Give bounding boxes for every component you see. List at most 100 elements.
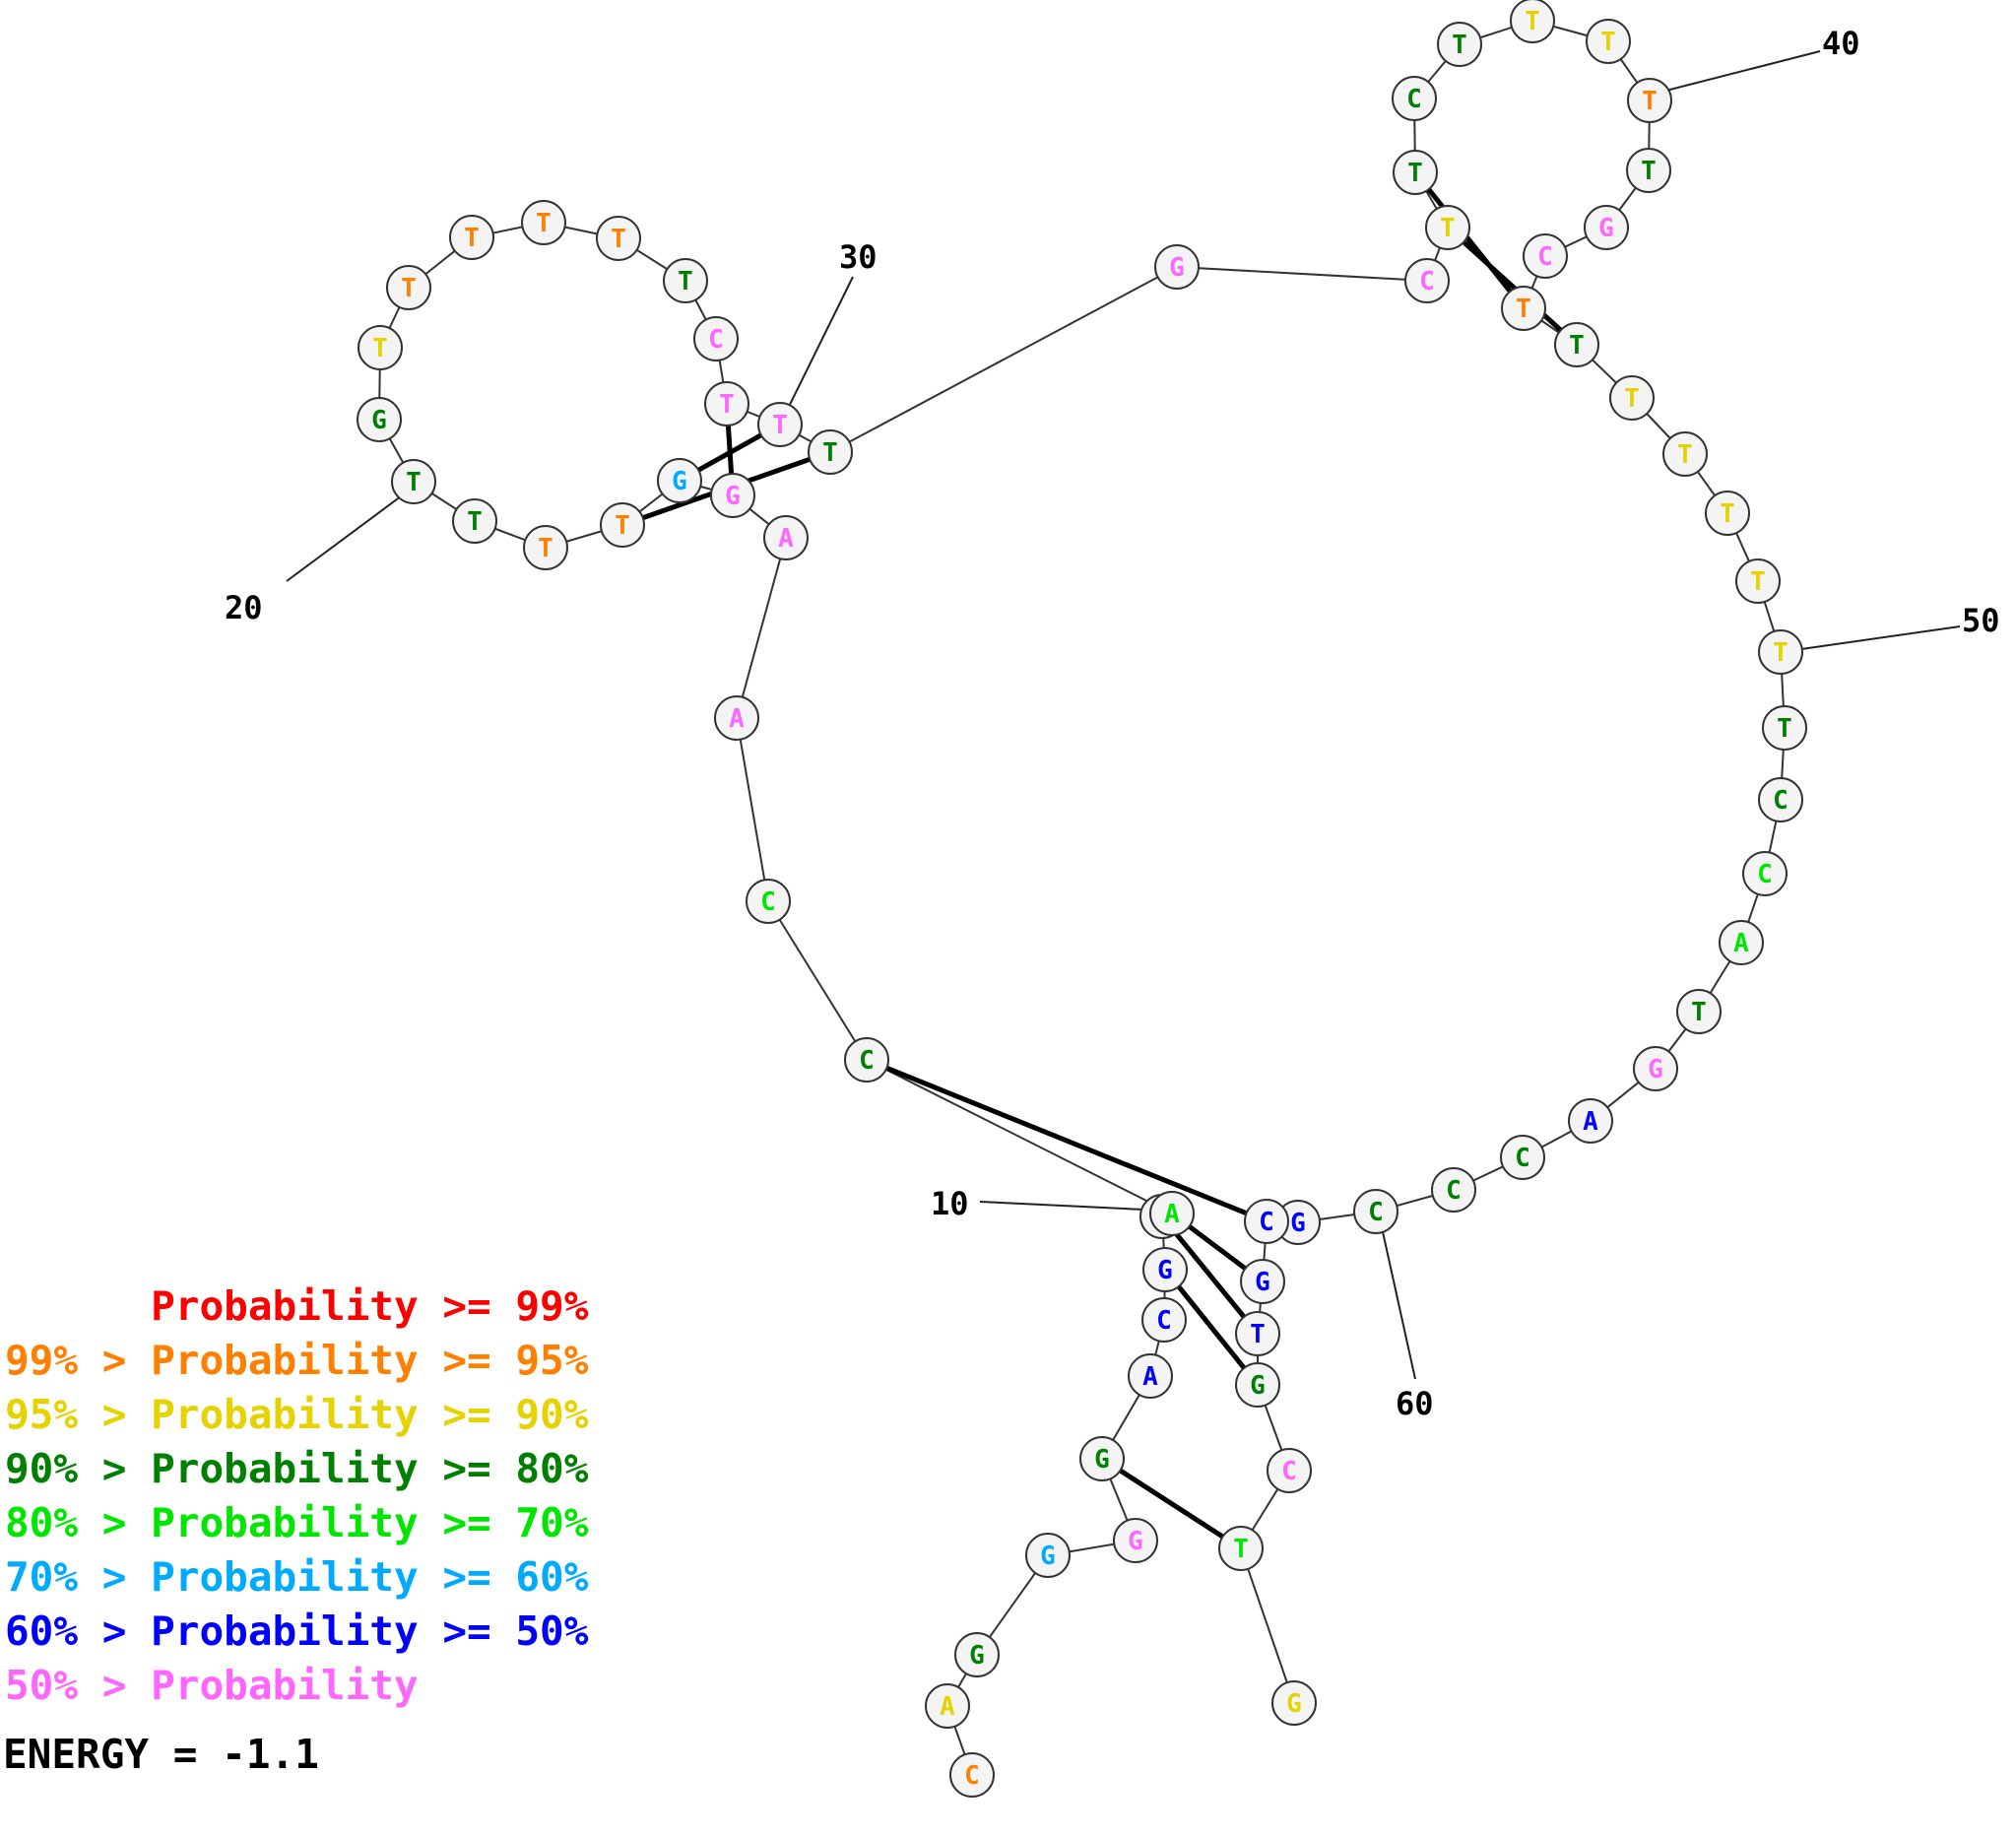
base-pair-bond [1163, 1268, 1260, 1387]
nucleotide-circle [1500, 1135, 1545, 1180]
nucleotide-node: G [1142, 1247, 1188, 1292]
base-pair-bond [1446, 226, 1579, 347]
position-label-20: 20 [225, 589, 263, 626]
nucleotide-circle [954, 1632, 1000, 1677]
nucleotide-node: C [1392, 76, 1437, 121]
nucleotide-circle [949, 1752, 995, 1798]
nucleotide-node: G [1240, 1259, 1285, 1304]
position-label-10: 10 [931, 1185, 969, 1222]
nucleotide-letter: G [1169, 253, 1185, 283]
nucleotide-node: A [763, 515, 809, 560]
nucleotide-node: G [1633, 1046, 1678, 1091]
nucleotide-letter: C [708, 325, 724, 355]
nucleotide-circle [1510, 0, 1555, 43]
nucleotide-circle [358, 325, 403, 370]
nucleotide-letter: T [615, 511, 630, 541]
nucleotide-circle [1113, 1518, 1158, 1563]
nucleotide-letter: G [725, 482, 741, 511]
backbone-segment [866, 1059, 1173, 1214]
nucleotide-node: T [1554, 322, 1599, 367]
position-leader-lines [286, 50, 1961, 1380]
nucleotide-node: C [1141, 1297, 1187, 1343]
nucleotide-letter: T [1642, 87, 1658, 116]
nucleotide-circle [757, 402, 803, 447]
nucleotide-node: T [1676, 989, 1722, 1034]
nucleotide-letter: T [678, 267, 693, 296]
legend-item: 80% > Probability >= 70% [5, 1499, 589, 1546]
nucleotide-circle [1735, 558, 1781, 604]
nucleotide-node: T [1627, 78, 1672, 123]
nucleotide-letter: C [760, 887, 776, 917]
nucleotide-letter: G [969, 1641, 985, 1671]
nucleotide-node: A [1719, 920, 1764, 965]
nucleotide-letter: G [1040, 1542, 1056, 1571]
nucleotide-circle [1568, 1098, 1613, 1144]
nucleotide-circle [1662, 431, 1708, 477]
position-leader-line [1379, 1217, 1416, 1380]
nucleotide-letter: T [1777, 714, 1792, 744]
nucleotide-node: T [1705, 491, 1750, 536]
nucleotide-letter: C [1515, 1144, 1530, 1173]
nucleotide-node: C [1758, 777, 1803, 822]
nucleotide-node: T [449, 215, 494, 260]
nucleotide-node: A [1128, 1353, 1173, 1399]
nucleotide-circle [1353, 1189, 1398, 1234]
nucleotide-letter: A [1142, 1362, 1158, 1392]
nucleotide-circle [452, 498, 497, 544]
nucleotide-circle [1141, 1297, 1187, 1343]
nucleotide-letter: G [1648, 1055, 1663, 1084]
nucleotide-node: A [1568, 1098, 1613, 1144]
nucleotide-circle [1267, 1448, 1312, 1493]
backbone-segment [829, 266, 1178, 453]
nucleotide-circle [925, 1683, 970, 1729]
nucleotide-circle [1404, 258, 1450, 303]
nucleotide-letter: T [1407, 159, 1423, 188]
legend-item: 90% > Probability >= 80% [5, 1445, 589, 1492]
nucleotide-letter: T [1440, 214, 1456, 243]
nucleotide-node: T [1609, 375, 1655, 421]
position-label-30: 30 [839, 238, 878, 276]
nucleotide-circle [1149, 1191, 1195, 1236]
nucleotide-circle [357, 397, 402, 442]
nucleotide-letter: G [1598, 214, 1614, 243]
nucleotide-letter: C [1537, 242, 1553, 272]
nucleotide-letter: T [1452, 31, 1467, 60]
nucleotide-circle [710, 473, 755, 518]
nucleotide-circle [704, 381, 749, 427]
nucleotide-circle [1762, 705, 1807, 751]
nucleotide-letter: T [372, 334, 388, 363]
nucleotide-node: G [1079, 1436, 1125, 1481]
nucleotide-letter: T [1773, 638, 1788, 668]
nucleotide-circle [1758, 629, 1803, 675]
nucleotide-circle [1586, 19, 1631, 64]
legend-item: 60% > Probability >= 50% [5, 1608, 589, 1655]
nucleotide-circle [1154, 244, 1200, 290]
position-label-40: 40 [1822, 25, 1860, 62]
nucleotide-node: G [657, 458, 702, 503]
nucleotide-node: C [1500, 1135, 1545, 1180]
nucleotide-node: T [452, 498, 497, 544]
nucleotide-node: A [1149, 1191, 1195, 1236]
base-pair-bond [866, 1057, 1268, 1224]
nucleotide-letter: A [940, 1692, 955, 1722]
nucleotide-letter: T [401, 274, 417, 303]
nucleotide-node: C [1523, 233, 1568, 279]
nucleotide-circle [1142, 1247, 1188, 1292]
nucleotide-letter: G [672, 467, 687, 496]
nucleotide-circle [1584, 205, 1629, 250]
nucleotide-circle [1218, 1526, 1264, 1571]
nucleotide-circle [1742, 851, 1788, 896]
position-label-60: 60 [1396, 1385, 1434, 1422]
legend-item: 70% > Probability >= 60% [5, 1553, 589, 1601]
nucleotide-node: T [1762, 705, 1807, 751]
base-pair-bond [1100, 1456, 1243, 1551]
nucleotide-letter: C [859, 1046, 875, 1076]
nucleotide-letter: T [1691, 998, 1707, 1027]
nucleotide-circle [1079, 1436, 1125, 1481]
nucleotide-letter: G [1255, 1268, 1270, 1297]
nucleotide-node: C [949, 1752, 995, 1798]
position-leader-line [1780, 625, 1961, 653]
nucleotide-letter: T [611, 225, 626, 254]
nucleotide-letter: G [371, 406, 387, 435]
